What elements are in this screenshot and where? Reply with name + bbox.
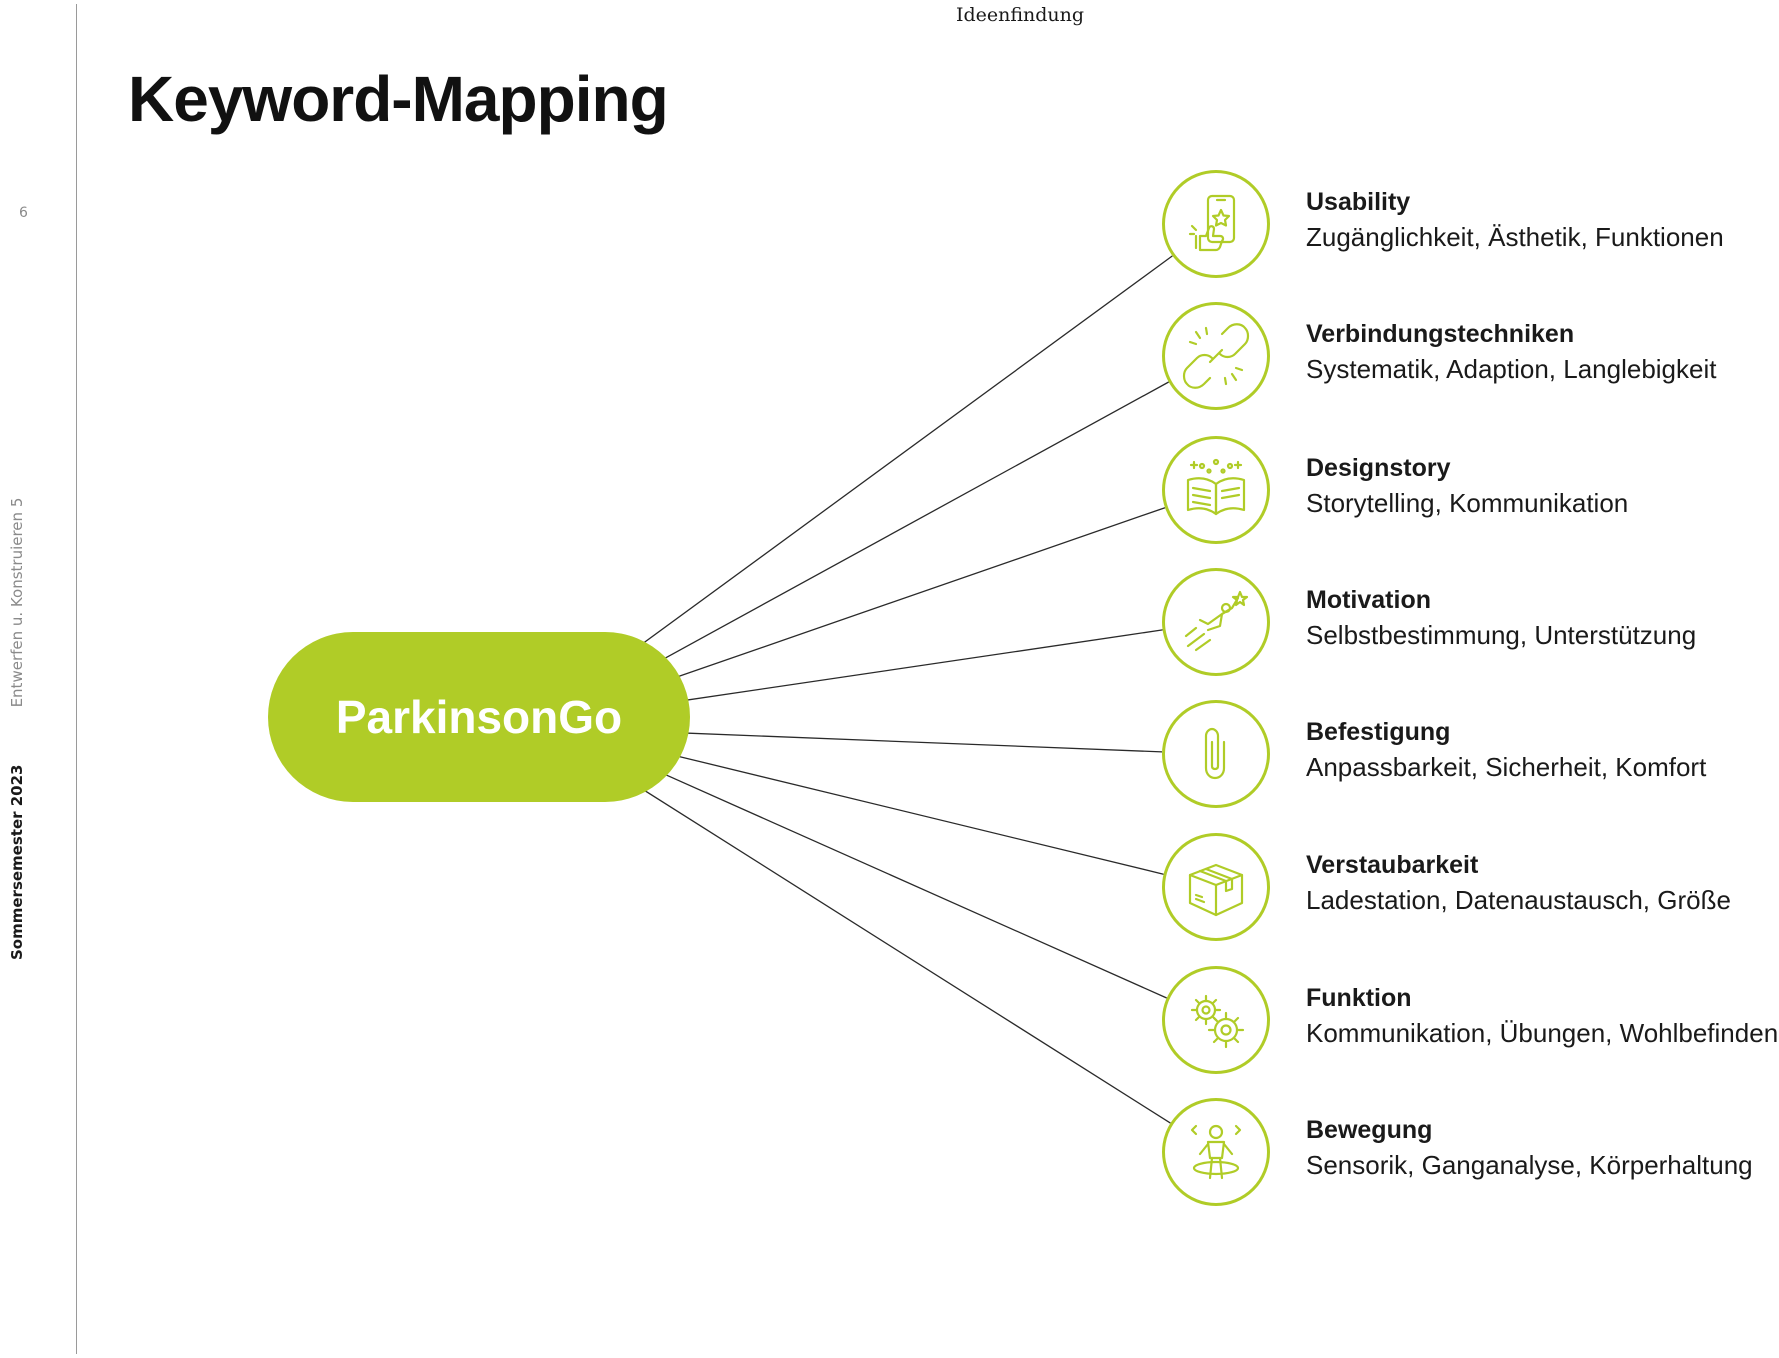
connector-line-verbindungstechniken: [651, 381, 1170, 666]
connector-line-verstaubarkeit: [667, 753, 1164, 875]
keyword-description: Selbstbestimmung, Unterstützung: [1306, 620, 1697, 650]
keyword-title: Designstory: [1306, 454, 1451, 482]
paperclip-icon: [1162, 700, 1270, 808]
section-header: Ideenfindung: [955, 4, 1085, 26]
hub-label: ParkinsonGo: [335, 691, 623, 743]
smartphone-thumbs-up-icon: [1162, 170, 1270, 278]
keyword-description: Anpassbarkeit, Sicherheit, Komfort: [1306, 752, 1707, 782]
gears-icon: [1162, 966, 1270, 1074]
open-book-icon: [1162, 436, 1270, 544]
keyword-title: Verstaubarkeit: [1306, 851, 1479, 879]
connector-line-funktion: [651, 768, 1167, 999]
body-rotation-icon: [1162, 1098, 1270, 1206]
connector-line-motivation: [679, 629, 1163, 702]
connector-line-usability: [631, 255, 1173, 653]
connector-line-bewegung: [631, 781, 1171, 1124]
keyword-description: Ladestation, Datenaustausch, Größe: [1306, 885, 1731, 915]
connector-line-befestigung: [679, 732, 1163, 753]
page-title: Keyword-Mapping: [128, 63, 669, 135]
margin-rule: [76, 4, 77, 1354]
keyword-title: Usability: [1306, 188, 1411, 216]
keyword-description: Zugänglichkeit, Ästhetik, Funktionen: [1306, 222, 1724, 252]
keyword-title: Bewegung: [1306, 1116, 1433, 1144]
broken-link-icon: [1162, 302, 1270, 410]
flying-person-star-icon: [1162, 568, 1270, 676]
hub-pill: ParkinsonGo: [268, 632, 690, 802]
keyword-description: Kommunikation, Übungen, Wohlbefinden: [1306, 1018, 1779, 1048]
connector-line-designstory: [667, 507, 1166, 681]
keyword-title: Verbindungstechniken: [1306, 320, 1575, 348]
keyword-title: Funktion: [1306, 984, 1412, 1012]
page-number: 6: [19, 205, 28, 221]
keyword-description: Storytelling, Kommunikation: [1306, 488, 1629, 518]
box-icon: [1162, 833, 1270, 941]
keyword-description: Sensorik, Ganganalyse, Körperhaltung: [1306, 1150, 1753, 1180]
keyword-title: Motivation: [1306, 586, 1431, 614]
keyword-title: Befestigung: [1306, 718, 1451, 746]
keyword-description: Systematik, Adaption, Langlebigkeit: [1306, 354, 1717, 384]
